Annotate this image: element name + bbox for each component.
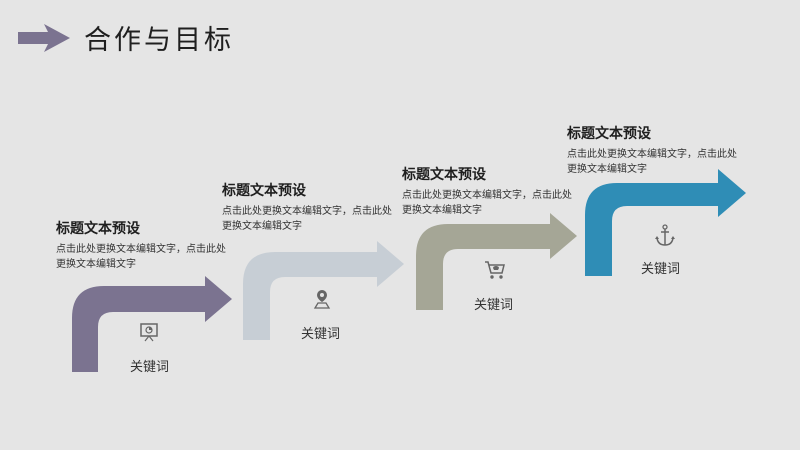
step-2-keyword: 关键词 — [301, 327, 341, 342]
step-4-keyword: 关键词 — [641, 262, 681, 277]
anchor-icon — [655, 224, 675, 246]
step-1-keyword: 关键词 — [130, 360, 170, 375]
step-4-desc: 点击此处更换文本编辑文字，点击此处更换文本编辑文字 — [567, 149, 737, 175]
title-arrow-icon — [18, 24, 70, 52]
shopping-cart-icon — [485, 261, 505, 279]
step-arrow-1 — [72, 276, 232, 372]
presentation-board-icon — [140, 323, 158, 342]
step-3-desc: 点击此处更换文本编辑文字，点击此处更换文本编辑文字 — [402, 190, 572, 216]
step-3-title: 标题文本预设 — [402, 167, 486, 183]
step-3-keyword: 关键词 — [474, 298, 514, 313]
step-4-title: 标题文本预设 — [567, 126, 651, 142]
step-2-desc: 点击此处更换文本编辑文字，点击此处更换文本编辑文字 — [222, 206, 392, 232]
step-arrow-2 — [243, 241, 404, 340]
step-1-title: 标题文本预设 — [56, 221, 140, 237]
step-arrow-4 — [585, 169, 746, 276]
page-title: 合作与目标 — [84, 25, 234, 56]
step-2-title: 标题文本预设 — [222, 183, 306, 199]
location-user-icon — [313, 290, 331, 309]
step-arrow-3 — [416, 213, 577, 310]
step-1-desc: 点击此处更换文本编辑文字，点击此处更换文本编辑文字 — [56, 244, 226, 270]
